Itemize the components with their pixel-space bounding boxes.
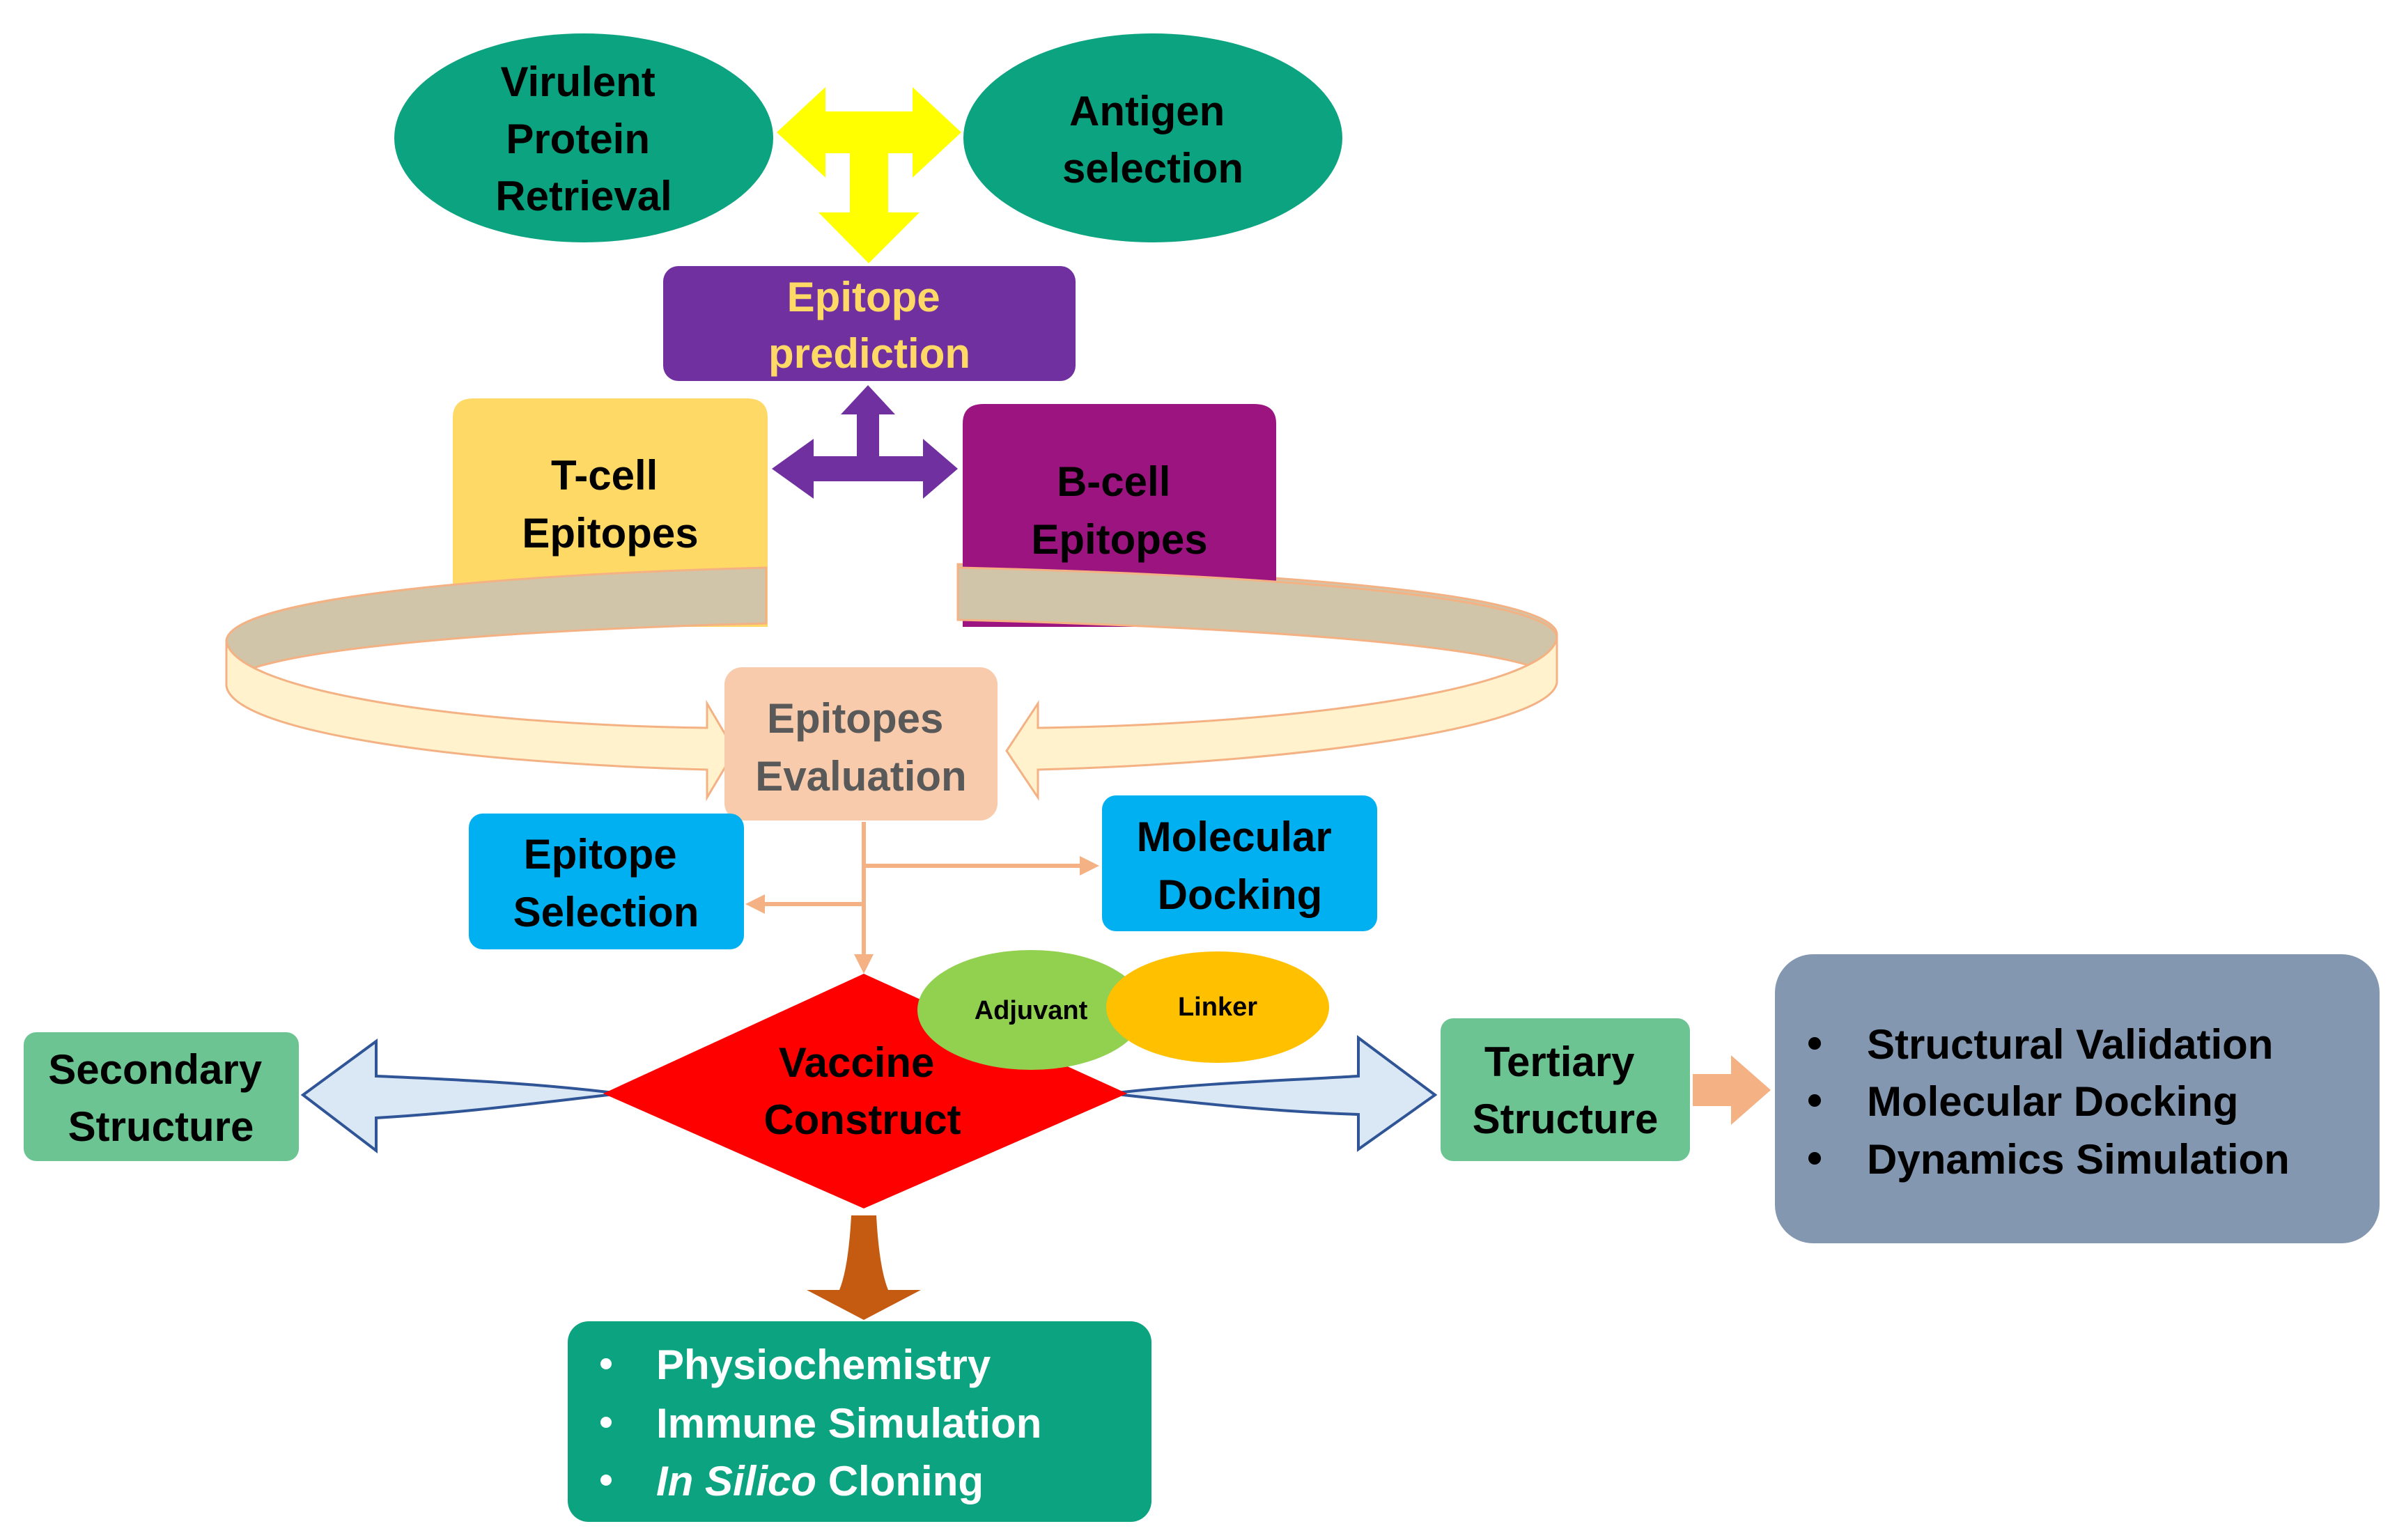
analysis-item-cloning: In Silico Cloning: [656, 1458, 984, 1504]
validation-item: Structural Validation: [1867, 1021, 2273, 1068]
epitope-prediction-box: [663, 266, 1076, 381]
linker-ellipse: [1106, 951, 1329, 1063]
epitope-selection-label: Epitope Selection: [513, 831, 699, 935]
cycle-band-left-rise: [225, 566, 768, 687]
b-cell-label: B-cell Epitopes: [1031, 458, 1207, 563]
vaccine-construct-diamond: [603, 974, 1127, 1208]
analysis-item: Immune Simulation: [656, 1400, 1041, 1447]
vaccine-construct-label: Vaccine Construct: [763, 1039, 961, 1143]
tertiary-structure-box: [1441, 1018, 1690, 1161]
epitopes-evaluation-box: [724, 667, 998, 820]
adjuvant-label: Adjuvant: [975, 996, 1088, 1025]
molecular-docking-label: Molecular Docking: [1137, 814, 1344, 918]
epitope-selection-box: [469, 814, 744, 949]
purple-t-arrow: [772, 385, 958, 499]
adjuvant-ellipse: [917, 950, 1145, 1070]
antigen-selection-ellipse: [963, 33, 1342, 242]
validation-list: Structural Validation Molecular Docking …: [1808, 1021, 2290, 1183]
validation-box: [1775, 954, 2380, 1243]
epitopes-evaluation-label: Epitopes Evaluation: [755, 695, 966, 800]
secondary-structure-label: Secondary Structure: [48, 1046, 273, 1150]
linker-label: Linker: [1178, 993, 1257, 1022]
cycle-band-left-front: [225, 640, 736, 802]
virulent-protein-label: Virulent Protein Retrieval: [495, 59, 672, 219]
tertiary-structure-label: Tertiary Structure: [1473, 1039, 1659, 1142]
molecular-docking-box: [1102, 795, 1377, 931]
analysis-item: Physiochemistry: [656, 1341, 991, 1388]
down-arrow: [807, 1215, 921, 1320]
evaluation-connectors: [745, 822, 1099, 974]
virulent-protein-ellipse: [394, 33, 773, 242]
analysis-box: [568, 1321, 1151, 1522]
epitope-prediction-label: Epitope prediction: [768, 274, 970, 377]
right-filled-arrow: [1693, 1055, 1771, 1125]
validation-item: Dynamics Simulation: [1867, 1136, 2290, 1183]
validation-item: Molecular Docking: [1867, 1078, 2238, 1125]
t-cell-label: T-cell Epitopes: [522, 452, 698, 557]
yellow-t-arrow: [777, 87, 961, 263]
antigen-selection-label: Antigen selection: [1062, 88, 1243, 192]
left-outline-arrow: [300, 1039, 610, 1154]
cycle-band-right-front: [1005, 637, 1558, 801]
right-outline-arrow: [1122, 1035, 1438, 1152]
analysis-list: Physiochemistry Immune Simulation In Sil…: [600, 1341, 1041, 1504]
secondary-structure-box: [24, 1032, 299, 1161]
